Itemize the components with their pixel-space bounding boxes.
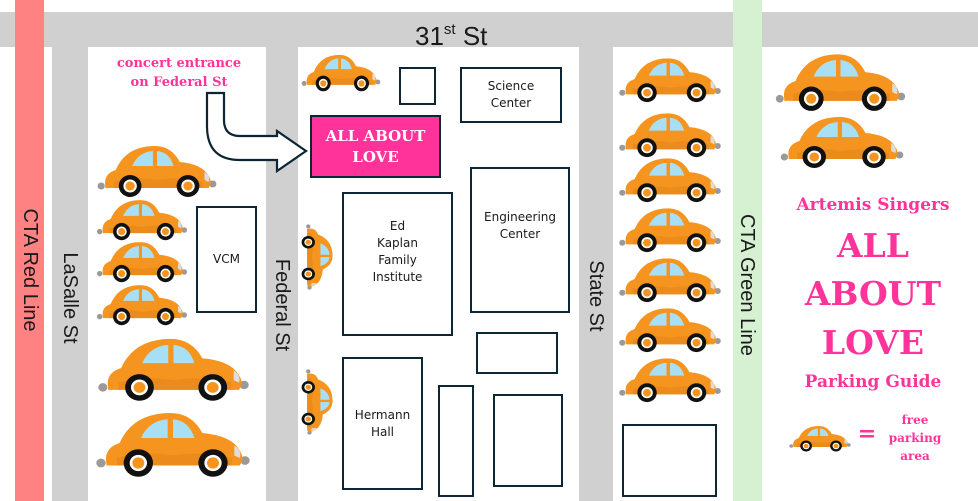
callout-line-2: on Federal St <box>130 75 228 90</box>
legend-equals: = <box>857 421 877 447</box>
curved-arrow-icon <box>205 91 308 174</box>
car-icon <box>617 55 723 103</box>
building-science-center: Science Center <box>460 67 562 123</box>
cta-red-line <box>15 0 44 501</box>
title-line-1: ALL <box>836 226 909 265</box>
car-icon <box>778 113 906 169</box>
street-number: 31 <box>415 21 444 51</box>
car-icon <box>617 205 723 253</box>
car-icon <box>617 110 723 158</box>
car-icon <box>617 355 723 403</box>
road-federal-st <box>266 47 298 501</box>
car-icon <box>95 282 189 326</box>
legend-key-line-2: parking <box>888 431 942 445</box>
building-unnamed-mid <box>476 332 558 374</box>
car-icon <box>773 50 908 112</box>
title-line-2: ABOUT <box>804 274 942 313</box>
road-state-st <box>579 47 613 501</box>
car-icon <box>95 142 219 198</box>
title-line-3: LOVE <box>821 323 925 362</box>
subtitle: Parking Guide <box>804 372 942 392</box>
car-icon <box>617 305 723 353</box>
street-label-31st: 31st St <box>415 12 487 51</box>
label-cta-green-line: CTA Green Line <box>736 214 758 356</box>
building-unnamed-narrow <box>438 385 474 497</box>
building-unnamed-state-block <box>622 424 717 497</box>
legend-key-line-1: free <box>901 413 929 427</box>
callout-line-1: concert entrance <box>116 56 242 71</box>
building-hermann-hall: Hermann Hall <box>342 357 423 490</box>
label-federal-st: Federal St <box>271 258 293 352</box>
car-icon <box>300 52 382 92</box>
legend-key-text: free parking area <box>880 411 950 465</box>
building-ed-kaplan: Ed Kaplan Family Institute <box>342 192 453 336</box>
org-name: Artemis Singers <box>796 195 950 215</box>
car-icon <box>301 368 335 436</box>
car-icon <box>617 155 723 203</box>
car-icon <box>93 408 253 478</box>
car-icon <box>617 255 723 303</box>
car-icon <box>95 334 252 402</box>
car-icon <box>95 197 189 241</box>
venue-all-about-love[interactable]: ALL ABOUT LOVE <box>310 115 441 178</box>
building-engineering-center: Engineering Center <box>470 167 570 313</box>
car-icon <box>301 223 335 291</box>
building-vcm: VCM <box>196 206 257 313</box>
label-state-st: State St <box>585 260 607 332</box>
street-type: St <box>462 21 488 51</box>
building-unnamed-south <box>493 394 563 487</box>
cta-green-line <box>733 0 762 501</box>
building-small-north <box>399 67 436 105</box>
callout-text: concert entrance on Federal St <box>95 54 263 92</box>
label-cta-red-line: CTA Red Line <box>19 208 41 332</box>
label-lasalle-st: LaSalle St <box>59 252 81 344</box>
street-suffix: st <box>443 21 456 38</box>
legend-car-icon <box>788 424 852 452</box>
legend-key-line-3: area <box>900 449 930 463</box>
road-31st-st <box>0 12 978 47</box>
road-lasalle-st <box>52 47 88 501</box>
car-icon <box>95 239 189 283</box>
